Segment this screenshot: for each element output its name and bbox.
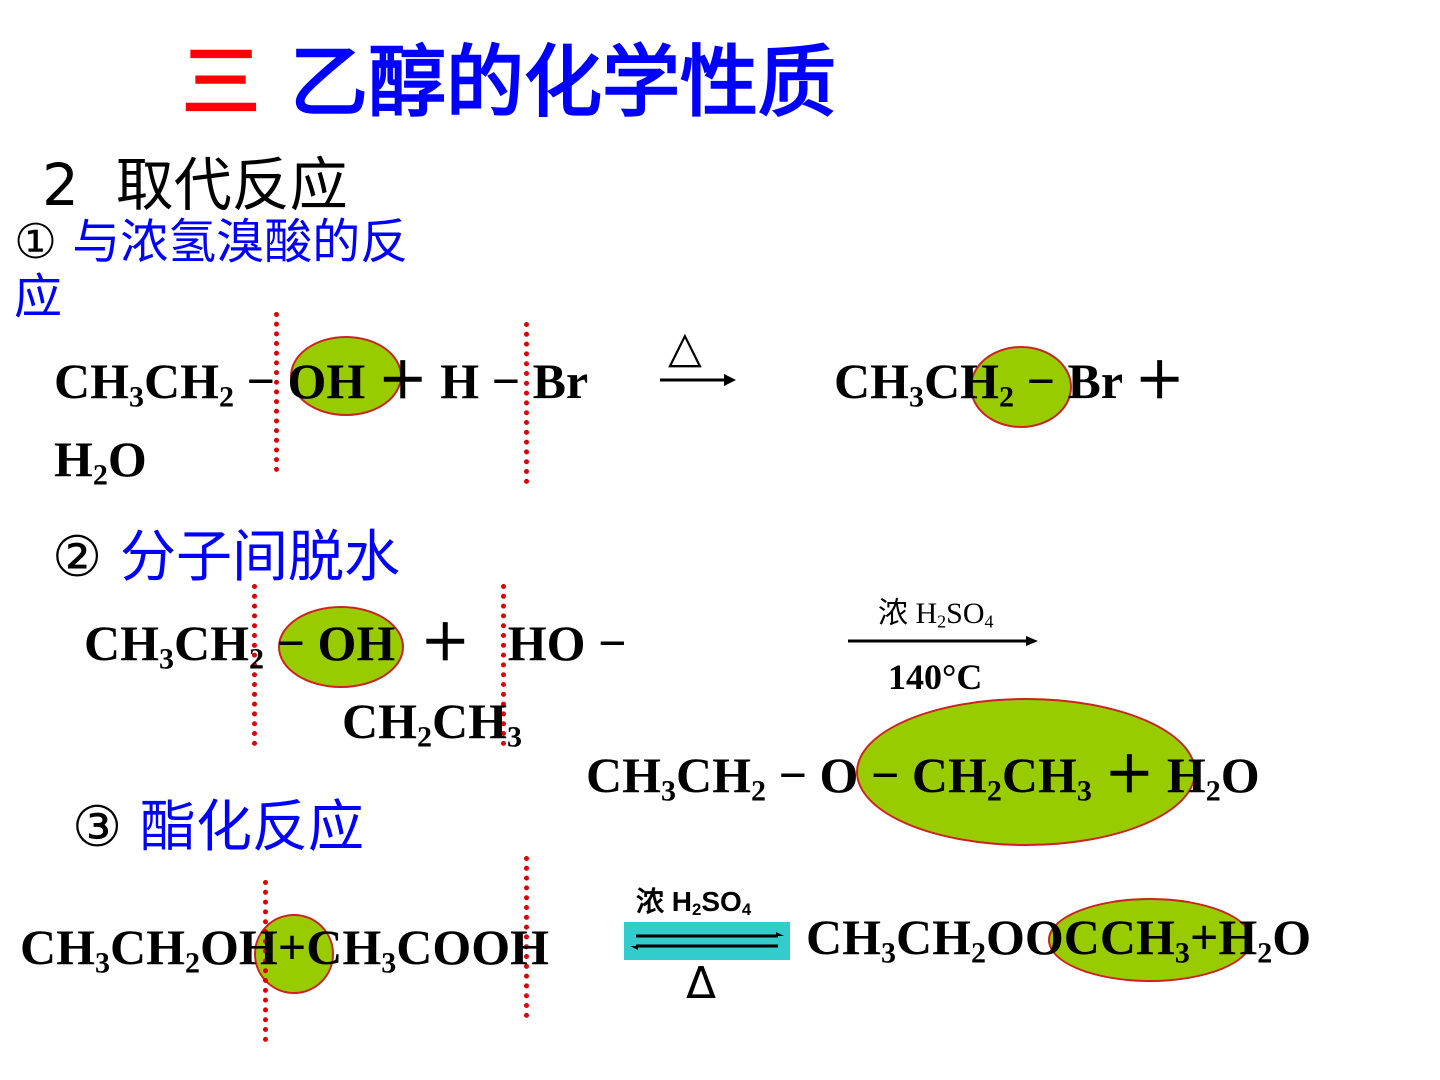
reaction3-reactants: CH3CH2OH+CH3COOH	[20, 919, 550, 980]
reaction3-catalyst: 浓 H2SO4	[636, 886, 752, 920]
slide-title: 三乙醇的化学性质	[182, 44, 836, 122]
reaction1-number: ①	[14, 214, 58, 270]
reaction1-water: H2O	[54, 431, 147, 492]
highlight-oh-r2	[278, 606, 404, 688]
divider-r2-a	[252, 584, 257, 746]
reaction3-products: CH3CH2OOCCH3+H2O	[806, 909, 1312, 970]
reaction2-reactants: CH3CH2 − OH ＋ HO −	[84, 615, 627, 676]
divider-r3-b	[524, 856, 529, 1018]
divider-r3-a	[263, 880, 268, 1042]
title-text: 乙醇的化学性质	[290, 38, 837, 128]
reaction2-heading: ② 分子间脱水	[52, 512, 400, 593]
reaction2-arrow	[848, 636, 1038, 646]
reaction1-reactants: CH3CH2 − OH ＋ H − Br	[54, 353, 589, 414]
divider-r1-a	[274, 312, 279, 472]
title-number: 三	[182, 38, 261, 128]
divider-r2-b	[501, 584, 506, 746]
reaction2-catalyst: 浓 H2SO4	[878, 597, 994, 632]
reaction3-number: ③	[72, 795, 123, 860]
reaction1-title-line1: 与浓氢溴酸的反	[72, 214, 409, 270]
highlight-oh-r1	[290, 336, 402, 416]
reaction1-products: CH3CH2 − Br ＋	[834, 353, 1185, 414]
highlight-ether-r2	[856, 698, 1196, 846]
reaction1-condition: △	[668, 322, 702, 373]
reaction2-number: ②	[52, 525, 103, 590]
section-heading: 2 取代反应	[42, 151, 348, 219]
reaction2-reactant-line2: CH2CH3	[342, 693, 522, 754]
reaction3-title: 酯化反应	[140, 795, 365, 860]
reaction1-arrow	[660, 374, 736, 386]
divider-r1-b	[524, 322, 529, 484]
reaction1-heading: ① 与浓氢溴酸的反 应	[14, 214, 409, 326]
reaction2-products: CH3CH2 − O − CH2CH3 ＋ H2O	[586, 747, 1260, 808]
highlight-ch2-r1-product	[970, 346, 1072, 428]
reaction1-title-line2: 应	[14, 269, 63, 326]
reaction2-temperature: 140°C	[888, 657, 983, 697]
reaction3-heat-symbol: Δ	[686, 958, 717, 1009]
reaction3-heading: ③ 酯化反应	[72, 782, 364, 863]
reaction3-reversible-arrow	[624, 922, 790, 960]
reaction2-title: 分子间脱水	[120, 525, 401, 590]
highlight-acetyl-r3	[1048, 898, 1252, 982]
